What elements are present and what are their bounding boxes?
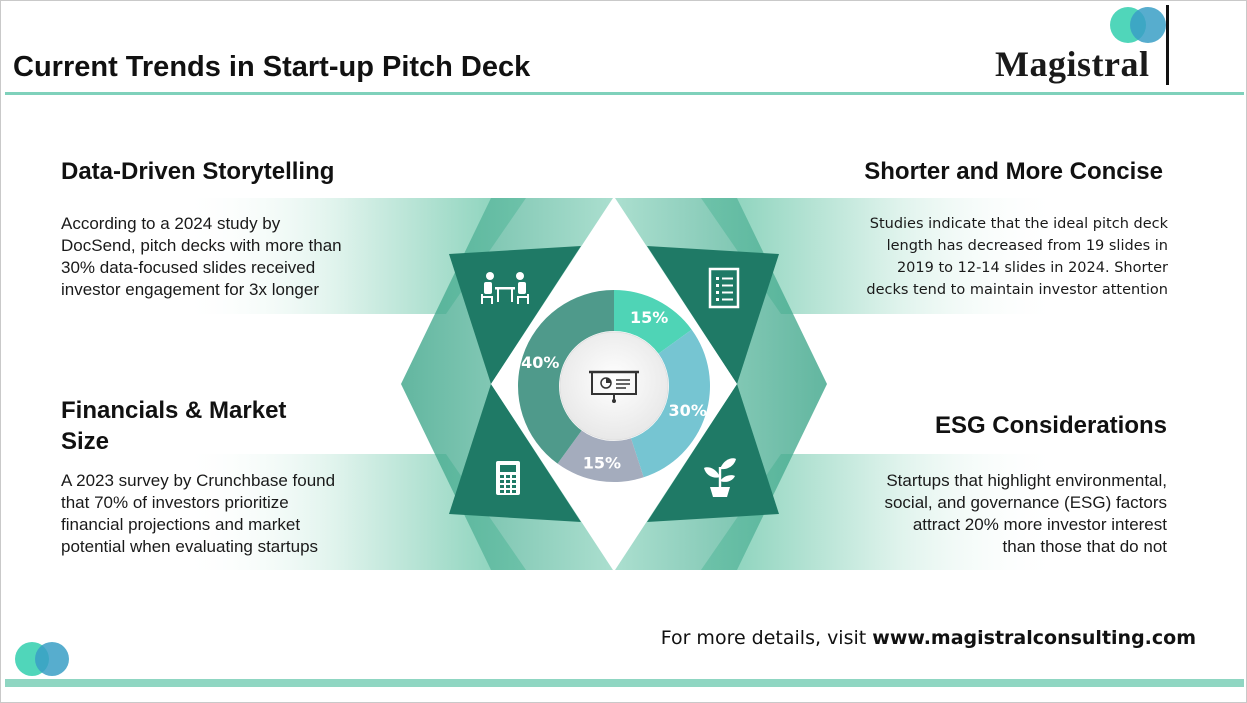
- logo-divider: [1166, 5, 1169, 85]
- body-line: that 70% of investors prioritize: [61, 493, 289, 512]
- donut-label-3: 40%: [521, 353, 559, 372]
- meeting-people-icon: [481, 272, 529, 304]
- document-list-icon: [708, 267, 740, 309]
- magistral-logo: Magistral: [993, 5, 1173, 87]
- donut-label-1: 30%: [669, 401, 707, 420]
- footer-logo-mark: [15, 642, 75, 678]
- body-line: According to a 2024 study by: [61, 214, 281, 233]
- panel-bottom-right: [647, 384, 779, 522]
- section-body-esg: Startups that highlight environmental, s…: [884, 470, 1167, 558]
- panel-top-right: [647, 246, 779, 384]
- logo-circle-blue: [1130, 7, 1166, 43]
- title-divider: [5, 92, 1244, 95]
- section-body-financials: A 2023 survey by Crunchbase found that 7…: [61, 470, 335, 558]
- donut-segment-3: [518, 290, 614, 464]
- donut-label-2: 15%: [583, 454, 621, 473]
- band-top-right: [701, 198, 1061, 314]
- section-heading-esg: ESG Considerations: [934, 412, 1167, 439]
- panel-top-left: [449, 246, 581, 384]
- body-line: 2019 to 12-14 slides in 2024. Shorter: [896, 260, 1168, 276]
- donut-labels: 15% 30% 15% 40%: [521, 308, 707, 473]
- calculator-icon: [496, 461, 520, 495]
- donut-label-0: 15%: [630, 308, 668, 327]
- body-line: investor engagement for 3x longer: [61, 280, 319, 299]
- section-heading-financials: Financials & Market Size: [61, 395, 286, 457]
- band-top-left: [181, 198, 526, 314]
- section-heading-data-driven: Data-Driven Storytelling: [61, 158, 335, 185]
- donut-segment-1: [630, 329, 711, 478]
- body-line: A 2023 survey by Crunchbase found: [61, 471, 336, 490]
- body-line: length has decreased from 19 slides in: [886, 238, 1168, 254]
- section-heading-shorter: Shorter and More Concise: [864, 158, 1163, 185]
- donut-segment-2: [557, 430, 644, 482]
- presentation-board-icon: [589, 370, 639, 403]
- footer-url-link[interactable]: www.magistralconsulting.com: [872, 627, 1196, 649]
- bottom-divider: [5, 679, 1244, 687]
- body-line: social, and governance (ESG) factors: [884, 493, 1167, 512]
- body-line: attract 20% more investor interest: [912, 515, 1167, 534]
- body-line: potential when evaluating startups: [61, 537, 319, 556]
- body-line: than those that do not: [1002, 537, 1167, 556]
- body-line: DocSend, pitch decks with more than: [61, 236, 342, 255]
- panel-bottom-left: [449, 384, 581, 522]
- plant-sprout-icon: [704, 458, 736, 497]
- section-body-data-driven: According to a 2024 study by DocSend, pi…: [61, 213, 342, 301]
- donut-chart: [518, 290, 711, 482]
- band-bottom-left: [181, 454, 526, 570]
- body-line: decks tend to maintain investor attentio…: [866, 282, 1168, 298]
- footer-prefix: For more details, visit: [660, 627, 873, 649]
- donut-segment-0: [614, 290, 692, 354]
- body-line: 30% data-focused slides received: [61, 258, 316, 277]
- section-body-shorter: Studies indicate that the ideal pitch de…: [866, 213, 1168, 301]
- footer-note: For more details, visit www.magistralcon…: [661, 627, 1196, 649]
- page-title: Current Trends in Start-up Pitch Deck: [13, 51, 531, 83]
- donut-center: [559, 331, 669, 441]
- body-line: Studies indicate that the ideal pitch de…: [869, 216, 1168, 232]
- heading-line: Size: [61, 428, 110, 455]
- band-bottom-right: [701, 454, 1061, 570]
- heading-line: Financials & Market: [61, 397, 287, 424]
- logo-wordmark: Magistral: [995, 44, 1150, 84]
- body-line: financial projections and market: [61, 515, 301, 534]
- footer-logo-circle-blue: [35, 642, 69, 676]
- body-line: Startups that highlight environmental,: [886, 471, 1167, 490]
